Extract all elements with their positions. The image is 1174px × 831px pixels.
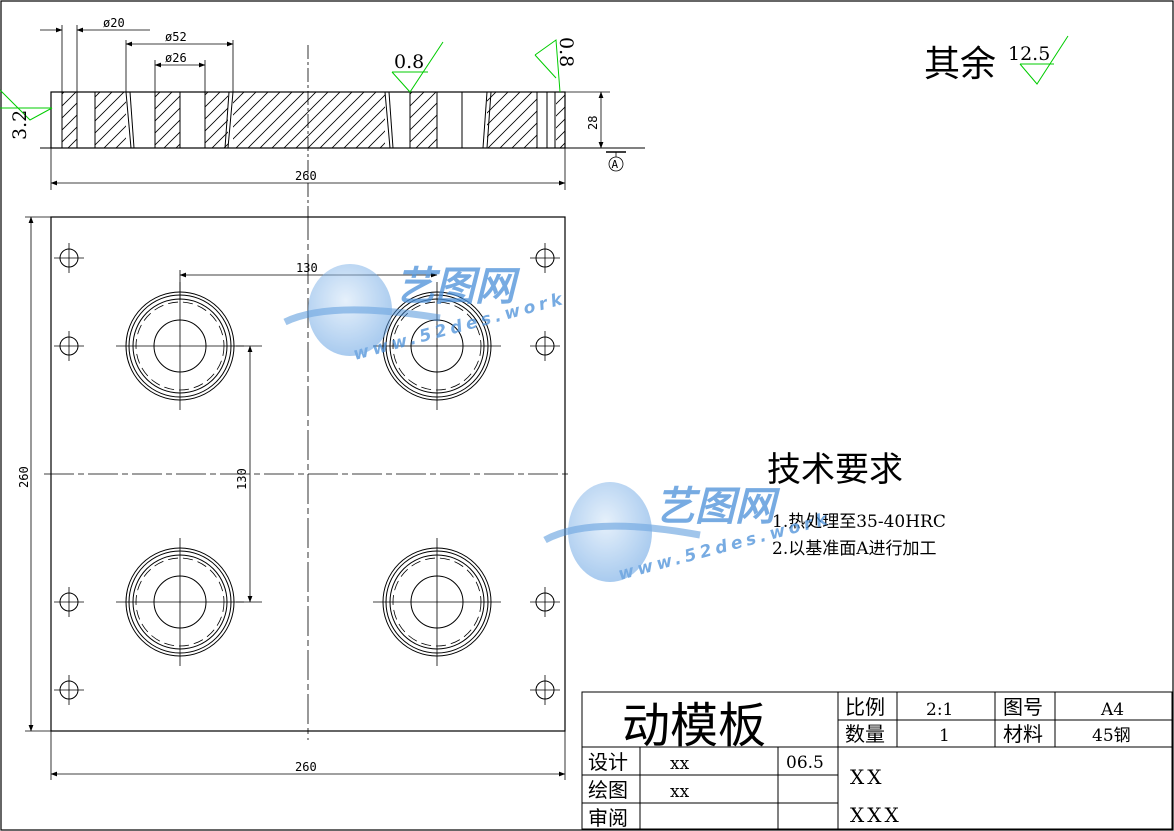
counterbore-hole <box>373 282 501 410</box>
dim-spacing-x: 130 <box>296 261 318 275</box>
bolt-hole <box>530 331 560 361</box>
counterbore-hole <box>116 282 244 410</box>
dim-height-plan: 260 <box>17 466 31 488</box>
roughness-left-value: 3.2 <box>9 110 31 140</box>
section-view: ø20 ø52 ø26 28 A 260 3.2 <box>0 16 645 210</box>
plan-height-dimension <box>25 216 51 732</box>
section-width-dimension <box>50 148 566 190</box>
bolt-hole <box>54 587 84 617</box>
roughness-mid-value: 0.8 <box>394 51 424 73</box>
section-hole-edges <box>61 91 556 149</box>
roughness-right-value: 0.8 <box>555 37 577 67</box>
roughness-symbol-left <box>0 89 53 121</box>
dim-thickness: 28 <box>586 116 600 130</box>
watermark-brand-bottom: 艺图网 <box>655 484 781 530</box>
design-date: 06.5 <box>786 753 824 773</box>
draw-value: xx <box>670 782 690 802</box>
section-top-dimensions <box>40 25 234 92</box>
thickness-dimension <box>565 91 610 149</box>
drawing-no-label: 图号 <box>1003 695 1043 719</box>
quantity-value: 1 <box>939 726 950 746</box>
drawing-no-value: A4 <box>1100 700 1124 720</box>
review-label: 审阅 <box>588 806 628 830</box>
title-block: 动模板 比例 2:1 图号 A4 数量 1 材料 45钢 设计 xx 06.5 … <box>581 691 1173 830</box>
dim-width-section: 260 <box>295 169 317 183</box>
scale-label: 比例 <box>845 695 885 719</box>
bolt-hole <box>54 331 84 361</box>
roughness-symbol-right <box>534 39 561 93</box>
roughness-symbol-mid <box>391 41 444 93</box>
plan-width-dimension <box>50 731 566 780</box>
dim-d52: ø52 <box>165 30 187 44</box>
plan-view: 130 130 260 260 <box>17 210 572 780</box>
design-value: xx <box>670 754 690 774</box>
material-label: 材料 <box>1003 722 1043 746</box>
datum-a-symbol: A <box>606 151 626 172</box>
company-line-1: XX <box>850 765 884 789</box>
datum-a-label: A <box>612 158 619 171</box>
dim-d26: ø26 <box>165 51 187 65</box>
material-value: 45钢 <box>1092 726 1131 746</box>
roughness-rest-value: 12.5 <box>1008 43 1050 65</box>
watermark-bottom: 艺图网 www.52des.work <box>543 482 833 585</box>
scale-value: 2:1 <box>926 700 953 720</box>
company-line-2: XXX <box>850 803 902 827</box>
part-name: 动模板 <box>622 698 766 754</box>
draw-label: 绘图 <box>588 778 628 802</box>
watermark-brand-top: 艺图网 <box>395 264 521 310</box>
bolt-hole <box>54 243 84 273</box>
counterbore-hole <box>373 538 501 666</box>
counterbore-hole <box>116 538 244 666</box>
bolt-holes <box>54 243 560 705</box>
dim-width-plan: 260 <box>295 760 317 774</box>
section-hatching <box>62 92 565 148</box>
spacing-x-dimension <box>179 270 438 300</box>
plan-center-lines <box>44 210 572 740</box>
bolt-hole <box>530 675 560 705</box>
bolt-hole <box>530 243 560 273</box>
bolt-hole <box>54 675 84 705</box>
tech-requirements-title: 技术要求 <box>767 450 903 490</box>
watermark-top: 艺图网 www.52des.work <box>283 264 568 365</box>
dim-spacing-y: 130 <box>235 468 249 490</box>
design-label: 设计 <box>588 750 628 774</box>
counterbore-holes <box>116 282 501 666</box>
tech-item-1: 1.热处理至35-40HRC <box>772 512 946 532</box>
roughness-symbol-rest <box>1019 35 1069 85</box>
quantity-label: 数量 <box>845 722 885 746</box>
spacing-y-dimension <box>236 345 262 603</box>
roughness-rest-label: 其余 <box>924 44 996 85</box>
dim-d20: ø20 <box>103 16 125 30</box>
bolt-hole <box>530 587 560 617</box>
tech-item-2: 2.以基准面A进行加工 <box>772 539 937 559</box>
